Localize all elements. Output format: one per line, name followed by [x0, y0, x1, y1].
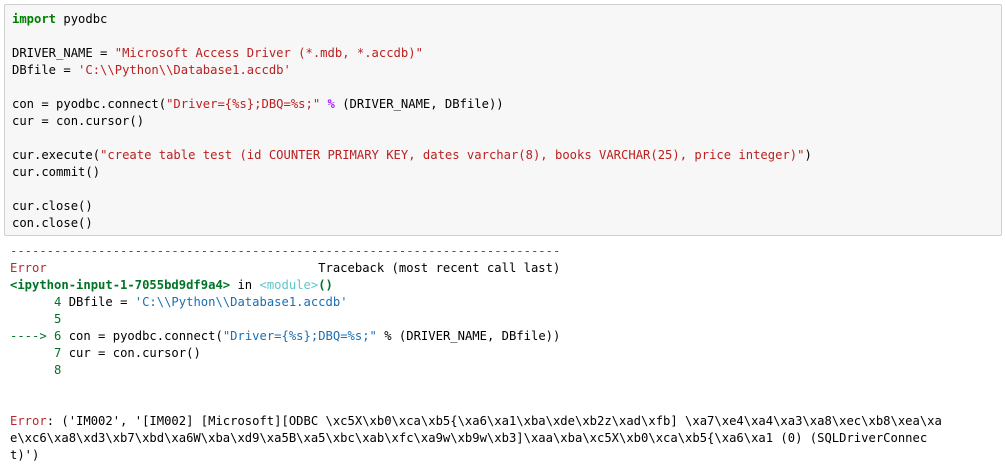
code-line-11 [12, 181, 1001, 198]
traceback-line-7: 7 cur = con.cursor() [10, 345, 1002, 362]
ipython-input-ref: <ipython-input-1-7055bd9df9a4> [10, 278, 231, 292]
dbfile-string: 'C:\\Python\\Database1.accdb' [78, 63, 291, 77]
traceback-operator: % [376, 329, 399, 343]
traceback-string: "Driver={%s};DBQ=%s;" [222, 329, 377, 343]
traceback-header: Error Traceback (most recent call last) [10, 260, 1002, 277]
code-line-12: cur.close() [12, 199, 93, 213]
blank-line [10, 379, 1002, 396]
code-line-9: cur.execute("create table test (id COUNT… [12, 147, 1001, 164]
traceback-code: con = pyodbc.connect( [61, 329, 223, 343]
traceback-line-6: ----> 6 con = pyodbc.connect("Driver={%s… [10, 328, 1002, 345]
execute-call: cur.execute( [12, 148, 101, 162]
traceback-line-5: 5 [10, 311, 1002, 328]
error-message-line-2: e\xc6\xa8\xd3\xb7\xbd\xa6W\xba\xd9\xa5B\… [10, 431, 928, 445]
traceback-code: DBfile = [61, 295, 135, 309]
traceback-line-8: 8 [10, 362, 1002, 379]
line-number: 5 [10, 312, 62, 326]
driver-name-assign: DRIVER_NAME = [12, 46, 115, 60]
connect-args: (DRIVER_NAME, DBfile)) [342, 97, 504, 111]
code-line-2 [12, 28, 1001, 45]
module-paren: () [318, 278, 333, 292]
traceback-divider: ----------------------------------------… [10, 244, 561, 258]
error-name: Error [10, 261, 47, 275]
line-number: 7 [10, 346, 62, 360]
line-number: 8 [10, 363, 62, 377]
code-line-4: DBfile = 'C:\\Python\\Database1.accdb' [12, 62, 1001, 79]
error-message: : ('IM002', '[IM002] [Microsoft][ODBC \x… [46, 414, 942, 428]
code-line-7: cur = con.cursor() [12, 114, 145, 128]
code-line-8 [12, 130, 1001, 147]
code-line-13: con.close() [12, 216, 93, 230]
code-cell[interactable]: import pyodbc DRIVER_NAME = "Microsoft A… [4, 4, 1002, 236]
traceback-line-4: 4 DBfile = 'C:\\Python\\Database1.accdb' [10, 294, 1002, 311]
traceback-string: 'C:\\Python\\Database1.accdb' [134, 295, 348, 309]
in-word: in [230, 278, 260, 292]
traceback-label: Traceback (most recent call last) [46, 261, 561, 275]
traceback-code: cur = con.cursor() [61, 346, 201, 360]
sql-string: "create table test (id COUNTER PRIMARY K… [100, 148, 805, 162]
driver-name-string: "Microsoft Access Driver (*.mdb, *.accdb… [114, 46, 423, 60]
error-label: Error [10, 414, 47, 428]
module-ref: <module> [259, 278, 319, 292]
dbfile-assign: DBfile = [12, 63, 79, 77]
format-operator: % [320, 97, 343, 111]
code-line-5 [12, 79, 1001, 96]
execute-close: ) [804, 148, 812, 162]
code-line-10: cur.commit() [12, 165, 101, 179]
import-keyword: import [12, 12, 57, 26]
connect-string: "Driver={%s};DBQ=%s;" [166, 97, 321, 111]
blank-line [10, 396, 1002, 413]
current-line-arrow: ----> 6 [10, 329, 62, 343]
connect-call: con = pyodbc.connect( [12, 97, 167, 111]
line-number: 4 [10, 295, 62, 309]
code-line-6: con = pyodbc.connect("Driver={%s};DBQ=%s… [12, 96, 1001, 113]
traceback-code-args: (DRIVER_NAME, DBfile)) [398, 329, 561, 343]
code-line-3: DRIVER_NAME = "Microsoft Access Driver (… [12, 45, 1001, 62]
error-message-line-1: Error: ('IM002', '[IM002] [Microsoft][OD… [10, 413, 1002, 430]
traceback-location: <ipython-input-1-7055bd9df9a4> in <modul… [10, 277, 1002, 294]
code-line-1: import pyodbc [12, 11, 1001, 28]
error-output: ----------------------------------------… [10, 243, 1002, 464]
import-module: pyodbc [56, 12, 108, 26]
error-message-line-3: t)') [10, 448, 40, 462]
